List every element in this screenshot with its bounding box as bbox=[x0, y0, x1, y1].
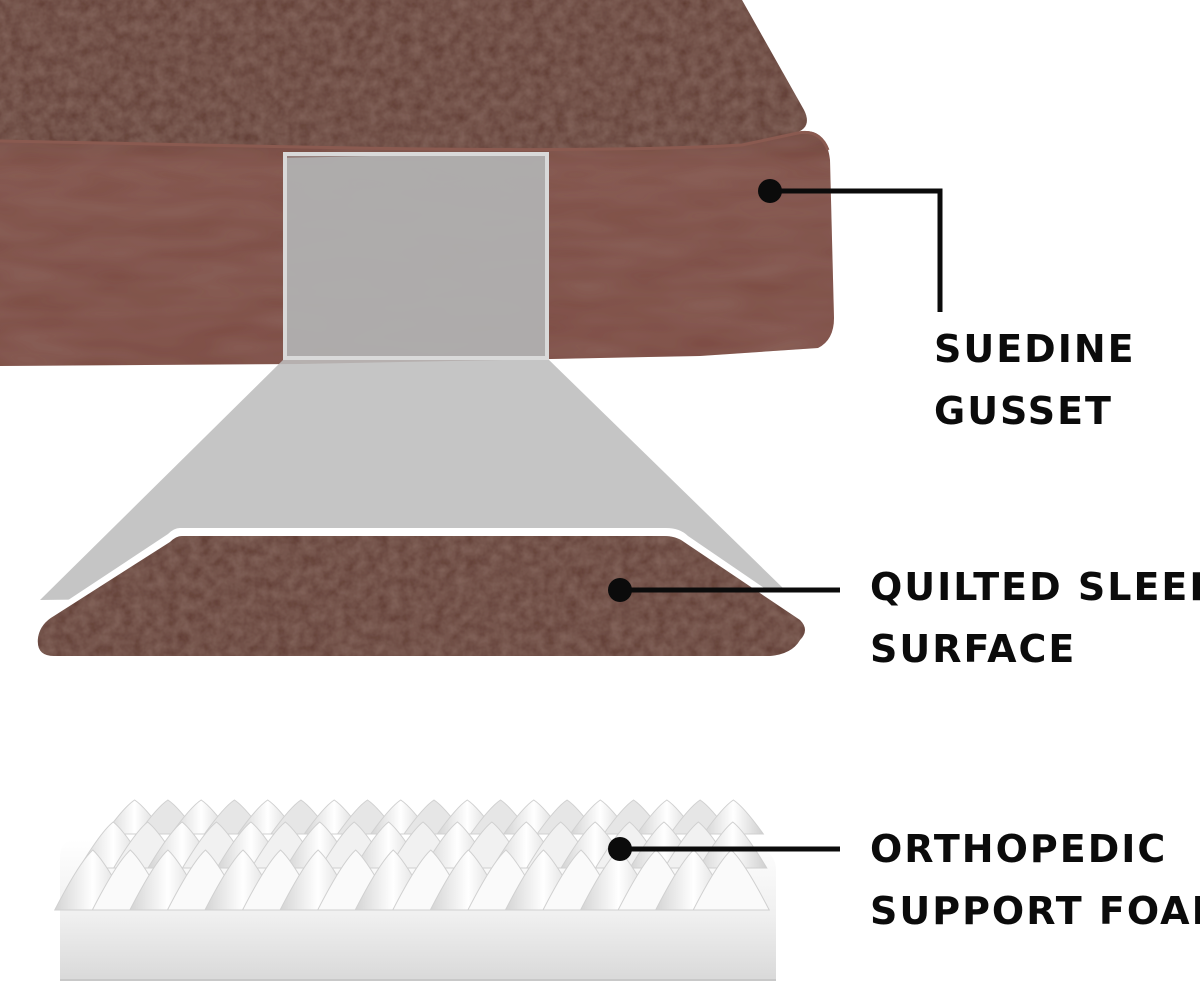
callout-sleep-surface bbox=[608, 578, 840, 602]
zoom-window bbox=[283, 152, 549, 360]
quilted-sleep-surface-label: QUILTED SLEEP SURFACE bbox=[870, 556, 1200, 680]
suedine-gusset-label-line1: SUEDINE bbox=[934, 327, 1136, 371]
suedine-gusset-label-line2: GUSSET bbox=[934, 389, 1113, 433]
sleep-surface-slab bbox=[37, 536, 806, 656]
callout-gusset bbox=[758, 179, 943, 312]
suedine-gusset-label: SUEDINE GUSSET bbox=[934, 318, 1136, 442]
foam-peak bbox=[702, 799, 765, 835]
zoom-beam bbox=[40, 152, 785, 600]
foam-egg-crate-peaks bbox=[53, 799, 771, 911]
callout-foam bbox=[608, 837, 840, 861]
support-foam-layer bbox=[53, 799, 776, 981]
sleep-surface-layer bbox=[31, 528, 813, 660]
callout-leader-line bbox=[770, 188, 943, 312]
zoom-projection bbox=[40, 152, 785, 600]
orthopedic-support-foam-label-line1: ORTHOPEDIC bbox=[870, 827, 1168, 871]
quilted-sleep-surface-label-line2: SURFACE bbox=[870, 627, 1077, 671]
piping-seam bbox=[0, 130, 830, 152]
fur-top-surface bbox=[0, 0, 807, 149]
quilted-sleep-surface-label-line1: QUILTED SLEEP bbox=[870, 565, 1200, 609]
orthopedic-support-foam-label-line2: SUPPORT FOAM bbox=[870, 889, 1200, 933]
orthopedic-support-foam-label: ORTHOPEDIC SUPPORT FOAM bbox=[870, 818, 1200, 942]
